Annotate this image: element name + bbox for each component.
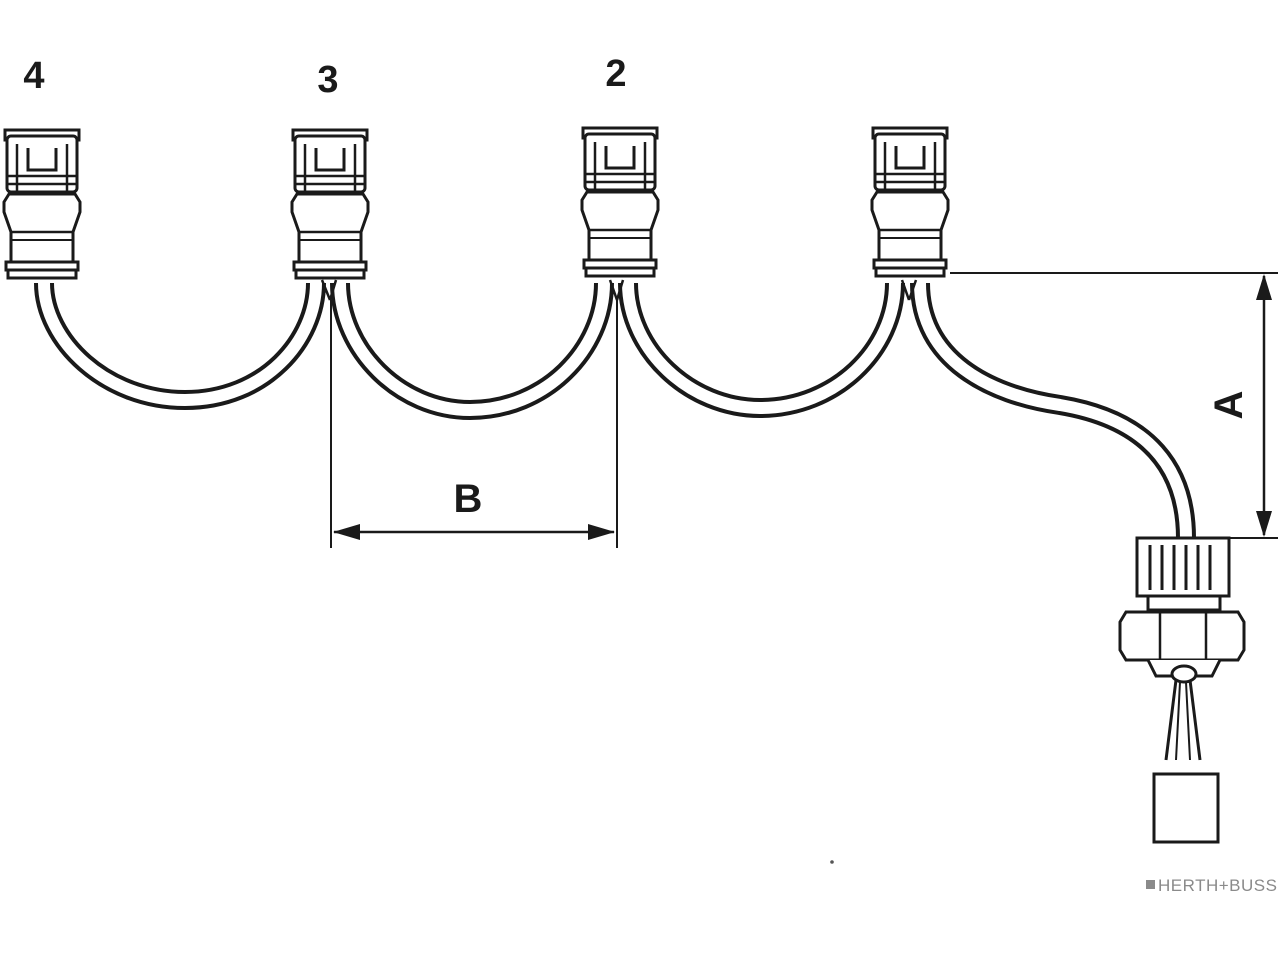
cable-2-1 xyxy=(618,282,905,419)
dimension-a-label: A xyxy=(1207,391,1251,420)
connector-2 xyxy=(580,126,660,278)
cable-4-3 xyxy=(34,282,326,411)
brand-logo: HERTH+BUSS xyxy=(1146,876,1277,895)
connector-1 xyxy=(870,126,950,278)
main-plug xyxy=(1118,536,1246,844)
connector-label-4: 4 xyxy=(23,55,44,97)
cable-loops xyxy=(34,279,1196,539)
speck-mark xyxy=(830,860,834,864)
cable-1-main xyxy=(910,282,1196,539)
dimension-b xyxy=(330,300,618,548)
cable-3-2 xyxy=(330,282,614,421)
connector-4 xyxy=(2,128,82,280)
connector-label-2: 2 xyxy=(605,53,626,95)
brand-text: HERTH+BUSS xyxy=(1158,876,1277,895)
connector-3 xyxy=(290,128,370,280)
dimension-b-label: B xyxy=(454,477,483,521)
connector-label-3: 3 xyxy=(317,59,338,101)
